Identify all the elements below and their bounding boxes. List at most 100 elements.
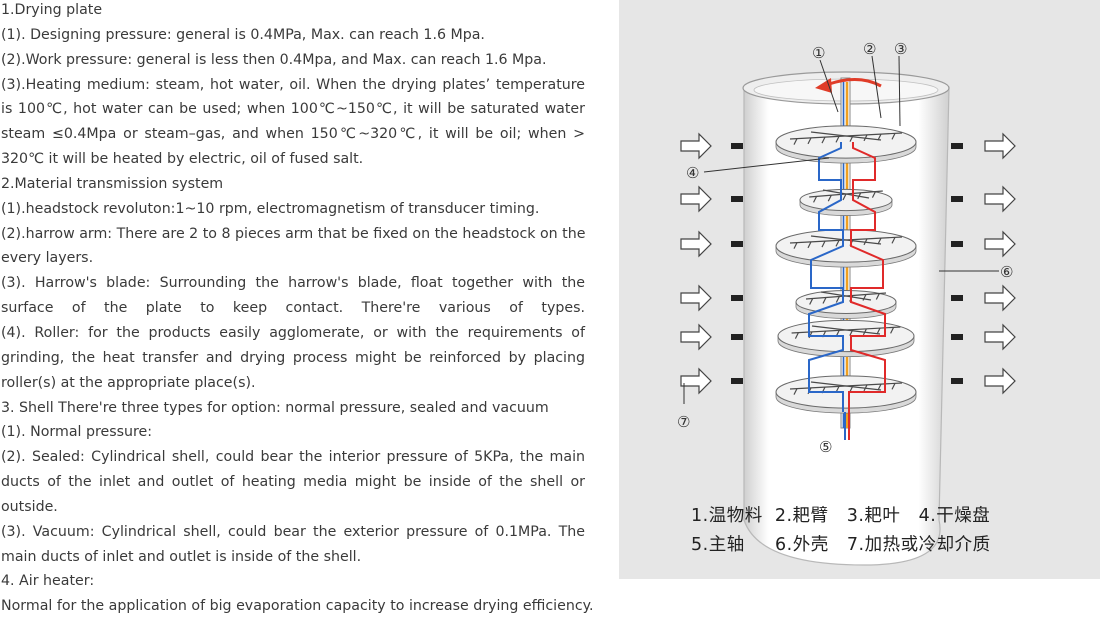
callout-7: ⑦ (677, 413, 690, 431)
harrow-blade (891, 133, 896, 140)
leader-lines (683, 55, 999, 404)
document-line: 2.Material transmission system (1, 175, 224, 192)
harrow-blade (835, 240, 840, 247)
air-outlet-arrow-icon (984, 367, 1016, 395)
harrow-blade (849, 385, 854, 392)
harrow-blade (793, 388, 798, 395)
harrow-blade (863, 238, 868, 246)
document-line: 1.Drying plate (1, 2, 103, 18)
harrow-blade (875, 293, 880, 300)
document-line: surface of the plate to keep contact. Th… (1, 300, 585, 317)
document-line: (3). Vacuum: Cylindrical shell, could be… (1, 523, 585, 540)
harrow-blade (835, 136, 840, 143)
dryer-figure-panel: ① ② ③ ④ ⑤ ⑥ ⑦ 1.温物料 2.耙臂 3.耙叶 4.干燥盘 5.主轴… (619, 0, 1100, 579)
legend-row-2: 5.主轴 6.外壳 7.加热或冷却介质 (691, 535, 991, 555)
legend-row-1: 1.温物料 2.耙臂 3.耙叶 4.干燥盘 (691, 506, 991, 526)
nozzle-left (731, 295, 743, 301)
harrow-blade (890, 327, 895, 334)
harrow-blade (793, 242, 798, 249)
air-inlet-arrow-icon (680, 185, 712, 213)
document-line: (2).Work pressure: general is less then … (1, 51, 547, 68)
document-line: 320℃ it will be heated by electric, oil … (1, 151, 364, 168)
air-outlet-arrow-icon (984, 284, 1016, 312)
harrow-blade (809, 298, 814, 305)
cold-media-pipe (808, 142, 844, 412)
harrow-blade (877, 133, 882, 141)
nozzle-right (951, 378, 963, 384)
document-line: (2). Sealed: Cylindrical shell, could be… (1, 449, 585, 466)
callout-2: ② (863, 40, 876, 58)
document-line: main ducts of inlet and outlet is inside… (1, 548, 362, 565)
hot-media-pipe (848, 142, 886, 412)
harrow-blade (794, 332, 799, 339)
document-line: (1). Normal pressure: (1, 424, 153, 441)
document-line: (4). Roller: for the products easily agg… (1, 324, 585, 341)
callout-3: ③ (894, 40, 907, 58)
harrow-blade (849, 329, 854, 336)
document-line: (3). Harrow's blade: Surrounding the har… (1, 275, 585, 292)
drying-plate (799, 188, 893, 216)
document-line: 4. Air heater: (1, 573, 95, 590)
air-outlet-arrow-icon (984, 323, 1016, 351)
harrow-blade (827, 194, 832, 202)
harrow-blade (891, 237, 896, 244)
air-inlet-arrow-icon (680, 230, 712, 258)
bottom-pipe-stubs (844, 412, 850, 440)
harrow-blade (863, 134, 868, 142)
drying-plate (775, 125, 917, 164)
harrow-blade (862, 328, 867, 336)
harrow-arm (805, 291, 887, 305)
harrow-blade (822, 297, 827, 304)
air-inlet-arrow-icon (680, 323, 712, 351)
harrow-blade (863, 384, 868, 392)
nozzle-left (731, 196, 743, 202)
document-line: (2).harrow arm: There are 2 to 8 pieces … (1, 225, 586, 242)
drying-plate (777, 319, 915, 358)
callout-5: ⑤ (819, 438, 832, 456)
nozzle-right (951, 295, 963, 301)
air-outlet-arrow-icon (984, 185, 1016, 213)
harrow-blade (876, 327, 881, 335)
harrow-blade (793, 138, 798, 145)
document-line: (1).headstock revoluton:1~10 rpm, electr… (1, 200, 540, 217)
nozzle-left (731, 378, 743, 384)
harrow-arm (789, 131, 903, 145)
air-outlet-arrow-icon (984, 132, 1016, 160)
nozzle-left (731, 241, 743, 247)
callout-1: ① (812, 44, 825, 62)
document-line: outside. (1, 498, 58, 515)
nozzle-right (951, 334, 963, 340)
nozzle-right (951, 196, 963, 202)
document-line: (1). Designing pressure: general is 0.4M… (1, 26, 485, 43)
harrow-blade (857, 192, 862, 200)
drying-plate (775, 375, 917, 414)
air-inlet-arrow-icon (680, 284, 712, 312)
document-line: every layers. (1, 250, 94, 267)
harrow-blade (891, 383, 896, 390)
harrow-blade (877, 237, 882, 245)
air-inlet-arrow-icon (680, 132, 712, 160)
document-line: ducts of the inlet and outlet of heating… (1, 474, 585, 491)
harrow-blade (813, 196, 818, 203)
drying-plate (775, 229, 917, 268)
document-line: grinding, the heat transfer and drying p… (1, 349, 585, 366)
document-line: (3).Heating medium: steam, hot water, oi… (1, 76, 585, 93)
document-text: 1.Drying plate (1). Designing pressure: g… (1, 0, 594, 619)
air-outlet-arrow-icon (984, 230, 1016, 258)
nozzle-right (951, 143, 963, 149)
nozzle-right (951, 241, 963, 247)
document-line: steam ≤0.4Mpa or steam–gas, and when 150… (1, 126, 585, 143)
document-line: 3. Shell There're three types for option… (1, 399, 549, 416)
harrow-blade (807, 241, 812, 249)
document-line: Normal for the application of big evapor… (1, 598, 594, 615)
nozzle-left (731, 143, 743, 149)
plate-dryer-diagram: ① ② ③ ④ ⑤ ⑥ ⑦ (677, 40, 1016, 566)
harrow-blade (807, 137, 812, 145)
harrow-blade (835, 296, 840, 303)
harrow-blade (849, 135, 854, 142)
harrow-blade (821, 136, 826, 144)
nozzle-left (731, 334, 743, 340)
callout-6: ⑥ (1000, 263, 1013, 281)
harrow-blade (821, 240, 826, 248)
air-inlet-arrow-icon (680, 367, 712, 395)
